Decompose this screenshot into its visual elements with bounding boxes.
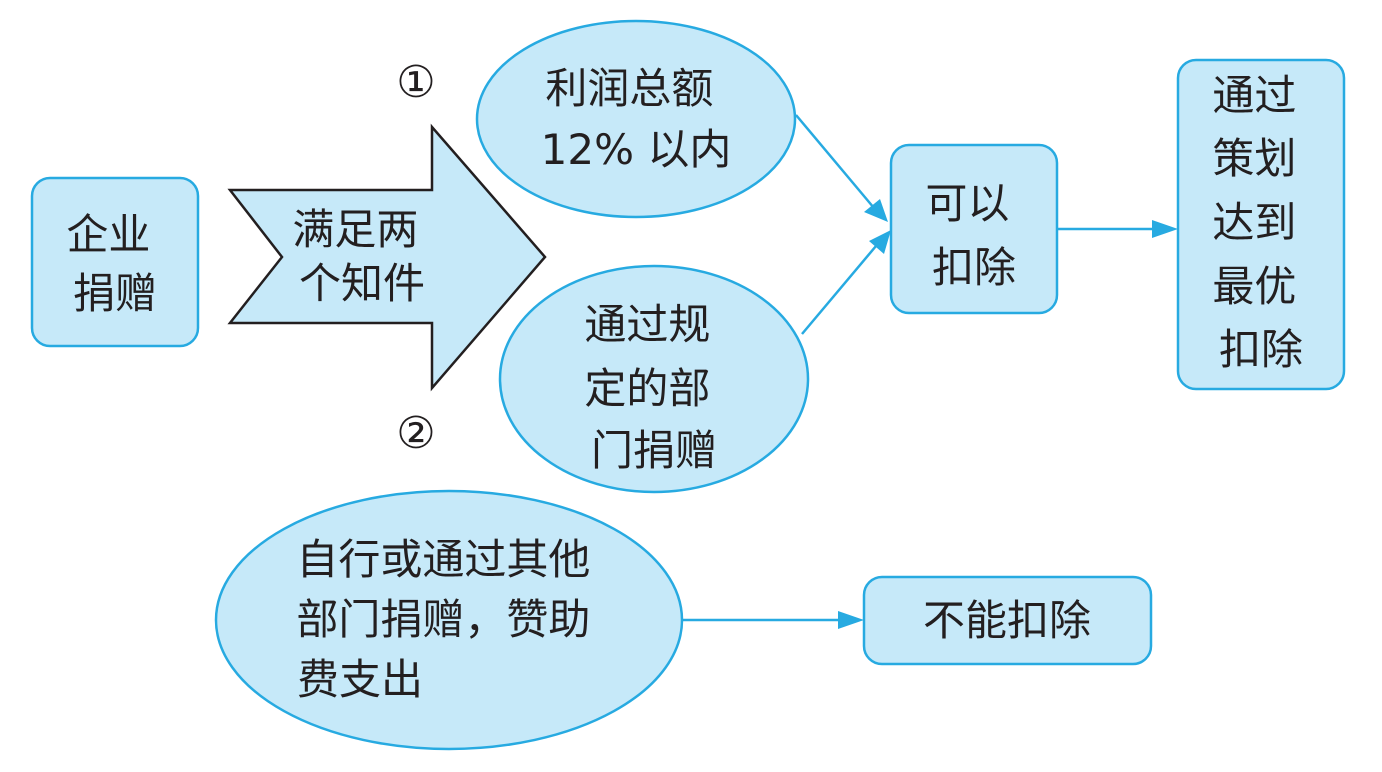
- profit-limit-line-1: 利润总额: [545, 64, 713, 113]
- optimal-deduction-line-5: 扣除: [1219, 325, 1303, 374]
- designated-department-line-1: 通过规: [584, 300, 710, 349]
- optimal-deduction-line-2: 策划: [1212, 134, 1296, 183]
- enterprise-donation-label: 企业 捐赠: [66, 210, 163, 318]
- deductible-box: [889, 143, 1059, 315]
- self-or-other-line-2: 部门捐赠，赞助: [296, 595, 590, 644]
- condition-arrow-label: 满足两 个知件: [292, 205, 431, 308]
- optimal-deduction-line-4: 最优: [1212, 262, 1296, 311]
- self-or-other-line-3: 费支出: [297, 655, 423, 704]
- deductible-line-2: 扣除: [932, 243, 1016, 292]
- arrowhead-deductible-to-optimal: [1152, 220, 1178, 238]
- enterprise-donation-box: [30, 176, 200, 348]
- enterprise-donation-line-2: 捐赠: [73, 269, 157, 318]
- self-or-other-line-1: 自行或通过其他: [296, 535, 590, 584]
- profit-limit-line-2: 12% 以内: [541, 125, 732, 174]
- deductible-line-1: 可以: [925, 179, 1009, 228]
- optimal-deduction-box: [1176, 58, 1346, 391]
- not-deductible-box: [862, 575, 1153, 666]
- enterprise-donation-line-1: 企业: [66, 210, 150, 259]
- designated-department-line-3: 门捐赠: [591, 426, 717, 475]
- profit-limit-label: 利润总额 12% 以内: [541, 64, 732, 174]
- designated-department-ellipse: [498, 264, 810, 494]
- condition-two-marker: ②: [396, 408, 435, 459]
- connector-department-to-deductible: [801, 245, 877, 335]
- designated-department-label: 通过规 定的部 门捐赠: [584, 300, 723, 475]
- deductible-label: 可以 扣除: [925, 179, 1022, 292]
- condition-one-marker: ①: [396, 57, 435, 108]
- self-or-other-label: 自行或通过其他 部门捐赠，赞助 费支出: [296, 535, 603, 704]
- arrowhead-self-to-not-deductible: [838, 611, 864, 629]
- connector-profit-to-deductible: [795, 114, 875, 209]
- condition-arrow-line-2: 个知件: [299, 259, 425, 308]
- not-deductible-label: 不能扣除: [923, 596, 1091, 645]
- arrowhead-department-to-deductible: [869, 230, 891, 254]
- optimal-deduction-line-3: 达到: [1212, 198, 1296, 247]
- optimal-deduction-label: 通过 策划 达到 最优 扣除: [1212, 71, 1309, 374]
- self-or-other-ellipse: [214, 489, 684, 751]
- condition-arrow: [227, 123, 547, 392]
- designated-department-line-2: 定的部: [584, 364, 710, 413]
- profit-limit-ellipse: [475, 19, 797, 219]
- condition-arrow-line-1: 满足两: [292, 205, 418, 254]
- arrowhead-profit-to-deductible: [864, 199, 888, 222]
- optimal-deduction-line-1: 通过: [1212, 71, 1296, 120]
